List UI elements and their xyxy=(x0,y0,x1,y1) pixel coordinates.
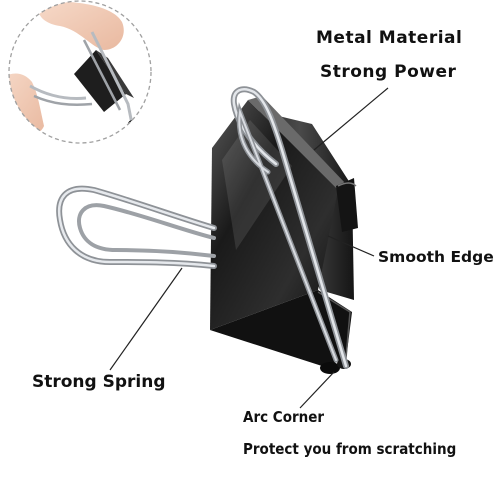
left-wire-handle xyxy=(56,185,217,269)
callout-lines xyxy=(109,87,389,409)
label-protect-scratching: Protect you from scratching xyxy=(243,440,457,458)
callout-line-spring xyxy=(109,267,183,371)
label-strong-power: Strong Power xyxy=(320,62,457,82)
label-arc-corner: Arc Corner xyxy=(243,408,325,426)
callout-line-metal xyxy=(313,87,389,151)
label-metal-material: Metal Material xyxy=(316,28,463,48)
label-smooth-edge: Smooth Edge xyxy=(378,248,494,266)
label-strong-spring: Strong Spring xyxy=(32,372,166,392)
callout-line-arc-corner xyxy=(299,371,335,409)
callout-line-smooth-edge xyxy=(327,235,375,257)
inset-squeeze-photo xyxy=(8,0,152,144)
top-wire-handle xyxy=(230,86,349,369)
